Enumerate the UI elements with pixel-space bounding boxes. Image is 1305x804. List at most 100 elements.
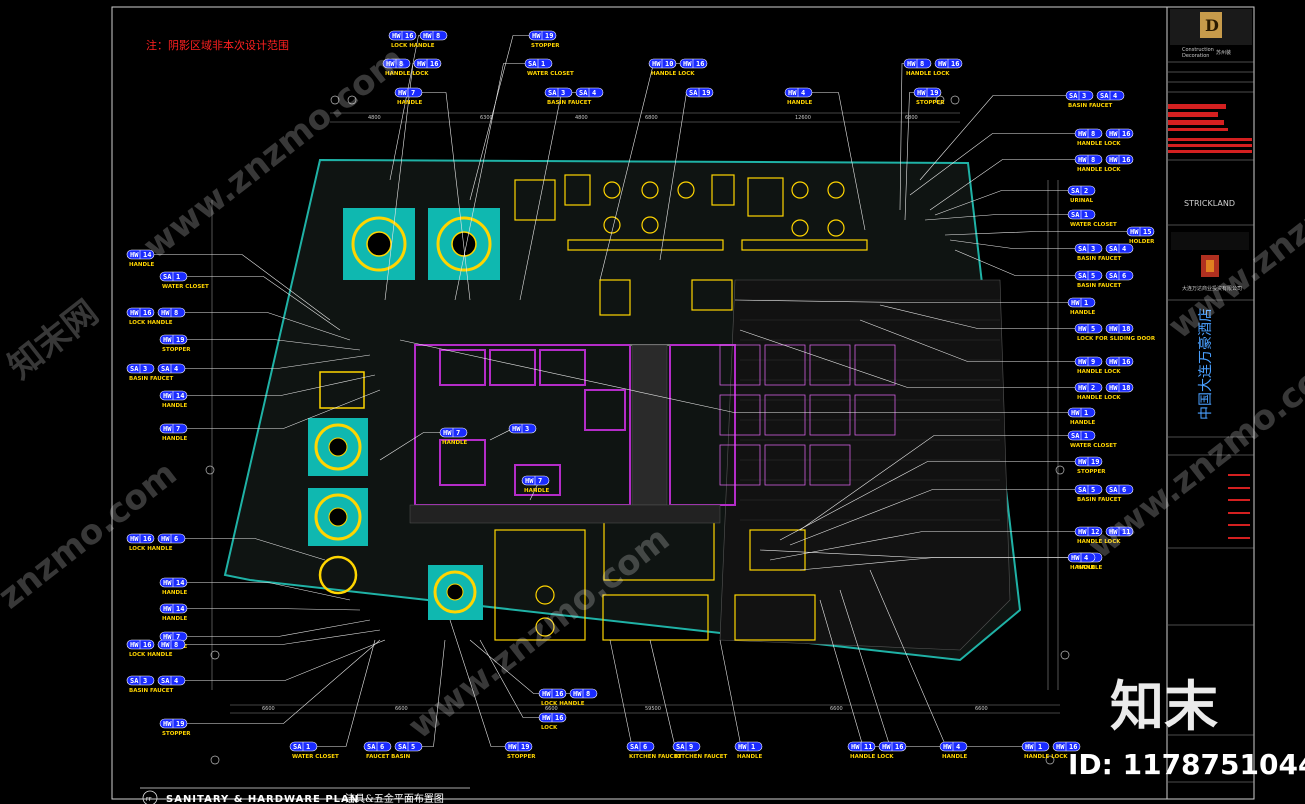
tag-label: HANDLE bbox=[787, 100, 813, 106]
tag-bubble bbox=[157, 533, 186, 544]
tag-label: HANDLE LOCK bbox=[1077, 395, 1121, 401]
tag-category: HW bbox=[161, 535, 170, 543]
tag-bubble bbox=[1067, 552, 1096, 563]
tag-bubble bbox=[508, 423, 537, 434]
tag-bubble bbox=[528, 30, 557, 41]
tag-bubble bbox=[544, 87, 573, 98]
leader-line bbox=[859, 319, 1075, 362]
tag-number: 8 bbox=[399, 60, 403, 68]
tag-number: 19 bbox=[702, 89, 710, 97]
svg-text:D: D bbox=[1205, 16, 1219, 35]
tag-number: 14 bbox=[176, 579, 184, 587]
tag-number: 14 bbox=[143, 251, 151, 259]
tag-bubble bbox=[363, 741, 392, 752]
tag-number: 7 bbox=[176, 633, 180, 641]
tag-number: 4 bbox=[1084, 554, 1088, 562]
tag-number: 5 bbox=[411, 743, 415, 751]
tag-number: 16 bbox=[555, 690, 563, 698]
tag-label: HANDLE LOCK bbox=[1077, 539, 1121, 545]
tag-bubble bbox=[1067, 430, 1096, 441]
tag-category: HW bbox=[163, 633, 172, 641]
tag-number: 16 bbox=[143, 535, 151, 543]
tag-number: 19 bbox=[521, 743, 529, 751]
tag-label: HANDLE LOCK bbox=[385, 71, 429, 77]
tag-number: 19 bbox=[176, 336, 184, 344]
tag-category: HW bbox=[512, 425, 521, 433]
tag-bubble bbox=[382, 58, 411, 69]
tag-bubble bbox=[159, 423, 188, 434]
tag-category: HW bbox=[683, 60, 692, 68]
tag-category: SA bbox=[1071, 432, 1080, 440]
tag-category: SA bbox=[398, 743, 407, 751]
tag-label: LOCK bbox=[541, 725, 558, 731]
tag-category: HW bbox=[1078, 325, 1087, 333]
tag-label: HANDLE bbox=[162, 616, 188, 622]
tag-bubble bbox=[1074, 323, 1103, 334]
tag-bubble bbox=[413, 58, 442, 69]
leader-line bbox=[187, 374, 376, 396]
tag-number: 19 bbox=[545, 32, 553, 40]
tag-label: WATER CLOSET bbox=[162, 284, 209, 290]
tag-category: HW bbox=[1078, 384, 1087, 392]
tag-bubble bbox=[394, 741, 423, 752]
tag-number: 9 bbox=[1091, 358, 1095, 366]
tag-category: HW bbox=[1109, 325, 1118, 333]
tag-number: 7 bbox=[176, 425, 180, 433]
tag-category: HW bbox=[1071, 554, 1080, 562]
tag-category: HW bbox=[1109, 130, 1118, 138]
tag-label: URINAL bbox=[1070, 198, 1094, 204]
tag-category: HW bbox=[882, 743, 891, 751]
hatch-pattern bbox=[740, 299, 1000, 521]
tag-bubble bbox=[394, 87, 423, 98]
tag-label: FAUCET BASIN bbox=[366, 754, 411, 760]
leader-line bbox=[185, 312, 351, 341]
designer-name: STRICKLAND bbox=[1184, 199, 1235, 208]
tag-bubble bbox=[1074, 356, 1103, 367]
tag-category: SA bbox=[130, 677, 139, 685]
tag-label: LOCK HANDLE bbox=[391, 43, 435, 49]
tag-label: WATER CLOSET bbox=[292, 754, 339, 760]
tag-label: HANDLE bbox=[162, 403, 188, 409]
tag-bubble bbox=[159, 271, 188, 282]
tag-bubble bbox=[1105, 270, 1134, 281]
tag-number: 3 bbox=[1082, 92, 1086, 100]
tag-number: 16 bbox=[951, 60, 959, 68]
leader-line bbox=[185, 354, 371, 369]
tag-number: 19 bbox=[1091, 458, 1099, 466]
tag-number: 7 bbox=[411, 89, 415, 97]
svg-text:12600: 12600 bbox=[795, 115, 811, 121]
leader-line bbox=[185, 538, 326, 561]
company-logo bbox=[1200, 12, 1222, 38]
tag-category: HW bbox=[652, 60, 661, 68]
tag-label: LOCK FOR SLIDING DOOR bbox=[1077, 336, 1156, 342]
tag-label: STOPPER bbox=[507, 754, 536, 760]
tag-label: BASIN FAUCET bbox=[1077, 497, 1121, 503]
tag-bubble bbox=[126, 639, 155, 650]
tag-bubble bbox=[126, 249, 155, 260]
tag-bubble bbox=[1067, 407, 1096, 418]
tag-category: HW bbox=[573, 690, 582, 698]
tag-number: 11 bbox=[1122, 528, 1130, 536]
tag-category: HW bbox=[1071, 299, 1080, 307]
tag-category: HW bbox=[907, 60, 916, 68]
tag-category: HW bbox=[163, 720, 172, 728]
leader-line bbox=[899, 63, 904, 211]
tag-category: SA bbox=[579, 89, 588, 97]
